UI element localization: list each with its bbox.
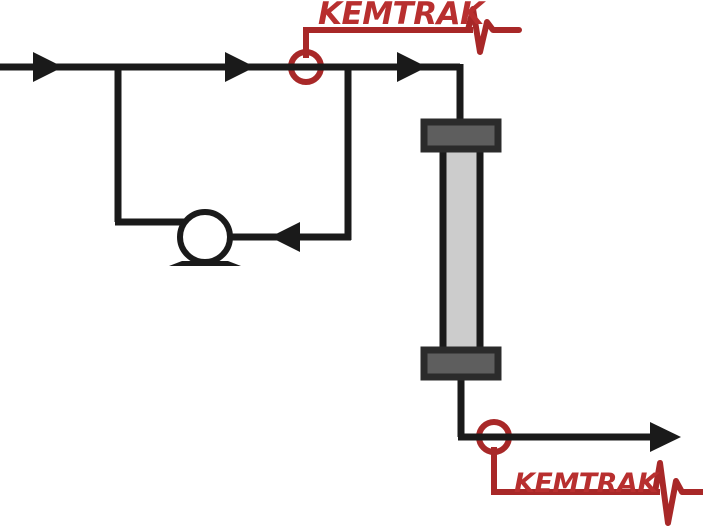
sensor-inlet-waveform-icon (465, 6, 522, 55)
column-bottom-cap (420, 346, 502, 381)
arrow-feed-2-icon (225, 52, 255, 82)
sensor-outlet-waveform-icon (652, 460, 703, 526)
arrow-product-outlet-icon (650, 422, 681, 452)
column-top-cap (420, 118, 502, 153)
sensor-outlet-signal-line (491, 447, 660, 495)
arrow-recycle-icon (270, 222, 300, 252)
sensor-outlet[interactable] (476, 419, 703, 526)
sensor-inlet[interactable] (288, 6, 522, 85)
process-column[interactable] (420, 118, 502, 381)
sensor-inlet-signal-line (303, 27, 473, 58)
sensor-inlet-wordmark: KEMTRAK (318, 0, 486, 32)
arrow-feed-1-icon (33, 52, 63, 82)
feed-pump[interactable] (169, 209, 241, 266)
flow-arrowheads (33, 52, 681, 452)
column-body (439, 140, 484, 360)
arrow-column-feed-icon (397, 52, 427, 82)
pump-impeller-icon (177, 209, 233, 265)
sensor-outlet-wordmark: KEMTRAK (514, 468, 660, 499)
pipe-network (0, 63, 672, 441)
